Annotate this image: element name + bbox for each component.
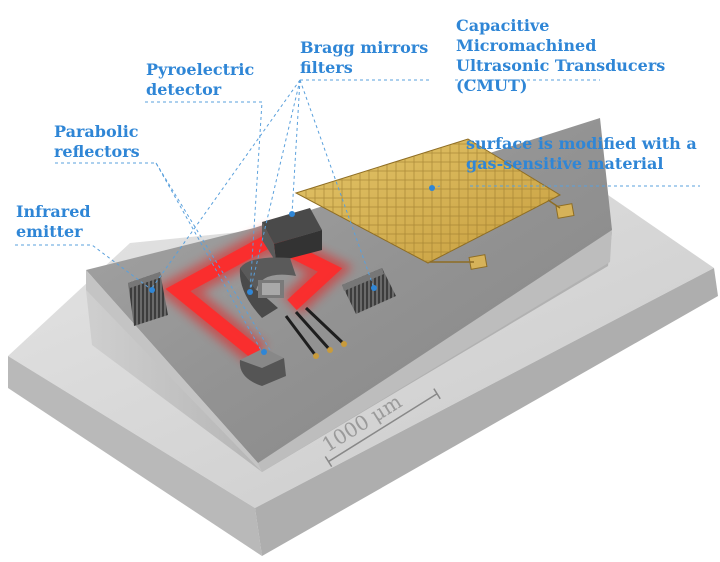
pyroelectric-detector xyxy=(239,257,296,318)
cmut-label-line-2: Micromachined xyxy=(456,36,597,55)
bragg-mirror-filter-block xyxy=(262,208,322,262)
parabolic-reflectors-label: Parabolic reflectors xyxy=(54,122,140,162)
parabolic-reflector xyxy=(239,348,286,386)
cmut-label: Capacitive Micromachined Ultrasonic Tran… xyxy=(456,16,665,96)
cmut-label-line-4: (CMUT) xyxy=(456,76,528,95)
bragg-label-line-1: Bragg mirrors xyxy=(300,38,429,57)
parabolic-label-line-1: Parabolic xyxy=(54,122,139,141)
bragg-mirrors-label: Bragg mirrors filters xyxy=(300,38,428,78)
pyro-label-line-1: Pyroelectric xyxy=(146,60,255,79)
infrared-label-line-2: emitter xyxy=(16,222,83,241)
electrical-leads xyxy=(284,306,347,359)
infrared-emitter-label: Infrared emitter xyxy=(16,202,91,242)
cmut-array xyxy=(294,138,575,270)
infrared-label-line-1: Infrared xyxy=(16,202,91,221)
detector-heatsink-block xyxy=(342,268,396,314)
infrared-emitter-block xyxy=(128,272,168,326)
leader-endpoints xyxy=(149,185,435,355)
surface-label: surface is modified with a gas-sensitive… xyxy=(466,134,697,174)
cmut-label-line-1: Capacitive xyxy=(456,16,550,35)
cmut-label-line-3: Ultrasonic Transducers xyxy=(456,56,666,75)
bragg-label-line-2: filters xyxy=(300,58,353,77)
pyro-label-line-2: detector xyxy=(146,80,222,99)
pyroelectric-detector-label: Pyroelectric detector xyxy=(146,60,254,100)
surface-label-line-2: gas-sensitive material xyxy=(466,154,664,173)
surface-label-line-1: surface is modified with a xyxy=(466,134,697,153)
leader-lines xyxy=(15,79,700,353)
parabolic-label-line-2: reflectors xyxy=(54,142,140,161)
